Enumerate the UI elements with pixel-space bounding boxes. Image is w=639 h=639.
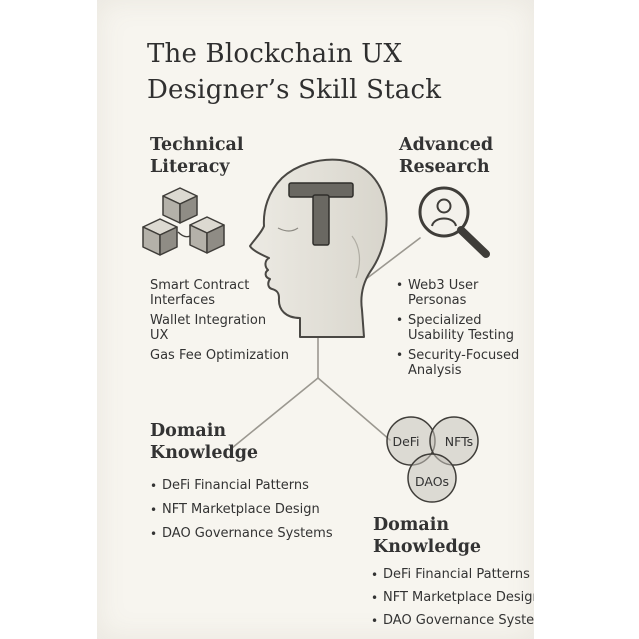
list-item-line: UX — [150, 328, 169, 343]
venn-label-defi: DeFi — [392, 434, 419, 449]
list-item-line: Smart Contract — [150, 278, 250, 293]
list-item-line: Wallet Integration — [150, 313, 267, 328]
list-item-line: Gas Fee Optimization — [150, 348, 290, 363]
heading-line: Technical — [150, 135, 244, 155]
heading-line: Research — [399, 157, 490, 177]
list-item: NFT Marketplace Design — [150, 501, 350, 519]
head-silhouette-icon — [249, 158, 388, 338]
venn-label-nfts: NFTs — [445, 434, 473, 449]
heading-line: Knowledge — [373, 537, 482, 557]
cube-stack-icon — [142, 187, 225, 256]
heading-line: Literacy — [150, 157, 230, 177]
head-letter: T — [0, 0, 1, 1]
list-item: Security-Focused Analysis — [396, 348, 536, 378]
advanced-research-heading: Advanced Research — [399, 134, 493, 178]
domain-knowledge-heading-right: Domain Knowledge — [373, 514, 481, 558]
list-item-line: Security-Focused — [408, 348, 520, 363]
heading-line: Domain — [150, 421, 227, 441]
list-item-line: Specialized — [408, 313, 482, 328]
list-item: Gas Fee Optimization — [150, 348, 300, 363]
letter-t-block — [288, 182, 354, 246]
venn-circle-nfts — [429, 416, 479, 466]
domain-knowledge-heading-left: Domain Knowledge — [150, 420, 258, 464]
list-item: DAO Governance System — [371, 612, 534, 630]
list-item-line: Interfaces — [150, 293, 215, 308]
list-item: Specialized Usability Testing — [396, 313, 536, 343]
page-title: The Blockchain UX Designer’s Skill Stack — [147, 36, 527, 108]
list-item: DeFi Financial Patterns — [150, 477, 350, 495]
list-item: DeFi Financial Patterns — [371, 566, 534, 584]
domain-knowledge-list-left: DeFi Financial Patterns NFT Marketplace … — [150, 477, 350, 548]
advanced-research-list: Web3 User Personas Specialized Usability… — [396, 278, 536, 383]
page-title-line: The Blockchain UX — [147, 39, 403, 69]
magnifier-person-icon — [418, 186, 490, 258]
venn-icon: DeFi NFTs DAOs — [386, 416, 479, 503]
list-item-line: Web3 User — [408, 278, 479, 293]
list-item: DAO Governance Systems — [150, 525, 350, 543]
heading-line: Knowledge — [150, 443, 259, 463]
list-item: Smart Contract Interfaces — [150, 278, 300, 308]
heading-line: Domain — [373, 515, 450, 535]
technical-literacy-heading: Technical Literacy — [150, 134, 244, 178]
list-item-line: Usability Testing — [408, 328, 514, 343]
list-item: Web3 User Personas — [396, 278, 536, 308]
venn-label-daos: DAOs — [415, 474, 449, 489]
heading-line: Advanced — [399, 135, 494, 155]
connector-lines — [231, 237, 421, 449]
list-item: NFT Marketplace Design — [371, 589, 534, 607]
list-item-line: Analysis — [408, 363, 462, 378]
list-item: Wallet Integration UX — [150, 313, 300, 343]
page-title-line: Designer’s Skill Stack — [147, 75, 442, 105]
venn-circle-daos — [407, 453, 457, 503]
domain-knowledge-list-right: DeFi Financial Patterns NFT Marketplace … — [371, 566, 534, 635]
list-item-line: Personas — [408, 293, 467, 308]
technical-literacy-list: Smart Contract Interfaces Wallet Integra… — [150, 278, 300, 368]
